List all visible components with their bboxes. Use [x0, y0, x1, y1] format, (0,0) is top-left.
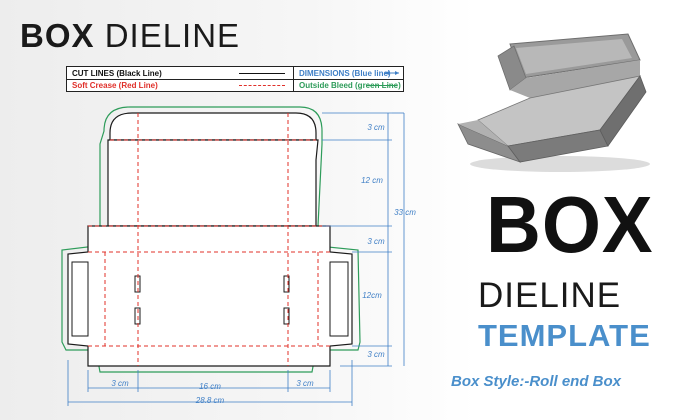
line-legend: CUT LINES (Black Line) Soft Crease (Red …: [66, 66, 404, 92]
box-right: [599, 75, 647, 147]
crease-lines: [88, 113, 330, 366]
box-style-line: Box Style:-Roll end Box: [451, 373, 622, 390]
poster-big-title: BOX: [486, 180, 654, 269]
dim-bottom-width: 16 cm: [199, 382, 221, 391]
cut-outline-side-tab-right: [329, 261, 349, 337]
slot-right-bottom: [283, 307, 290, 325]
header-title-bold: BOX: [20, 17, 95, 54]
legend-dimension-label: DIMENSIONS (Blue line): [299, 69, 391, 78]
box-illustration: [457, 33, 650, 172]
cut-outline-side-tab-left: [71, 261, 89, 337]
poster-subtitle: DIELINE: [478, 276, 622, 315]
legend-crease-label: Soft Crease (Red Line): [72, 81, 158, 90]
legend-divider-horizontal: [67, 79, 403, 80]
box-inner-back: [510, 60, 640, 98]
poster-subtitle2: TEMPLATE: [478, 318, 651, 353]
box-lid-inner: [516, 39, 632, 74]
slot-right-top: [283, 275, 290, 293]
dieline-diagram: 3 cm 12 cm 33 cm 3 cm 12cm 3 cm 3 cm 16 …: [61, 106, 416, 406]
dim-right-bottom: 3 cm: [367, 350, 385, 359]
legend-cut-swatch: [239, 73, 285, 74]
legend-crease-swatch: [239, 85, 285, 86]
dim-bottom-left-side: 3 cm: [111, 379, 129, 388]
box-left-wall: [458, 120, 508, 146]
dimension-lines: [67, 112, 405, 406]
dim-right-total: 33 cm: [394, 208, 416, 217]
header-title: BOX DIELINE: [20, 16, 240, 56]
legend-cut-label: CUT LINES (Black Line): [72, 69, 162, 78]
legend-bleed-label: Outside Bleed (green Line): [299, 81, 401, 90]
cut-outline-base: [67, 225, 353, 367]
box-shadow: [470, 156, 650, 172]
dim-right-top-flap: 3 cm: [367, 123, 385, 132]
dim-right-base: 12cm: [362, 291, 382, 300]
dim-right-lid: 12 cm: [361, 176, 383, 185]
cut-outline-lid-panel: [107, 139, 319, 227]
cut-outline-lid-flap: [109, 112, 317, 141]
dim-bottom-total: 28.8 cm: [195, 396, 225, 405]
dim-bottom-right-side: 3 cm: [296, 379, 314, 388]
legend-bleed-swatch: [367, 85, 397, 86]
bleed-outline: [61, 106, 361, 373]
header-title-light: DIELINE: [104, 17, 241, 54]
dim-right-middle: 3 cm: [367, 237, 385, 246]
